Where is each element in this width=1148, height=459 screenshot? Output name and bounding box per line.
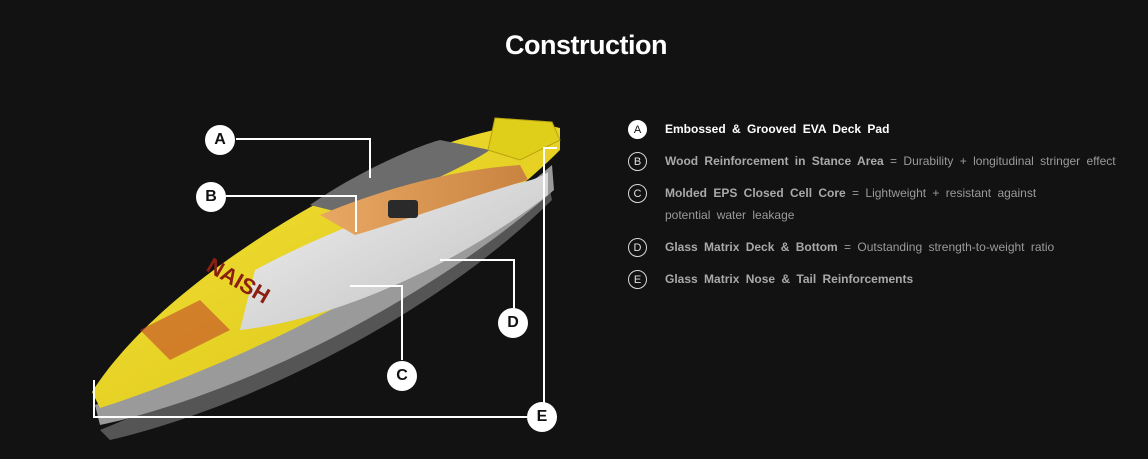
board-illustration: NAISH A B C D E [92,117,561,440]
callout-c[interactable]: C [387,361,417,391]
board-svg: NAISH [92,117,561,440]
leader-e-left [93,380,527,418]
page-title: Construction [505,30,668,60]
feature-separator-c: = [845,186,866,200]
feature-desc-d: Outstanding strength-to-weight ratio [857,240,1055,254]
leader-d [440,259,515,308]
feature-marker-d[interactable]: D [628,238,647,257]
feature-desc-c: Lightweight + resistant against potentia… [665,186,1037,222]
feature-separator-d: = [837,240,858,254]
eps-core [240,172,548,330]
leader-c [350,285,403,360]
feature-text-b: Wood Reinforcement in Stance Area = Dura… [665,150,1125,172]
callout-e[interactable]: E [527,402,557,432]
feature-name-b: Wood Reinforcement in Stance Area [665,154,884,168]
feature-text-d: Glass Matrix Deck & Bottom = Outstanding… [665,236,1125,258]
leader-b [226,195,357,232]
feature-desc-b: Durability + longitudinal stringer effec… [903,154,1116,168]
leash-plug [388,200,418,218]
wood-reinforcement [320,165,528,235]
board-bottom-layer [95,165,554,425]
callout-b[interactable]: B [196,182,226,212]
feature-name-d: Glass Matrix Deck & Bottom [665,240,838,254]
feature-marker-b[interactable]: B [628,152,647,171]
feature-text-a: Embossed & Grooved EVA Deck Pad [665,118,1125,140]
callout-a[interactable]: A [205,125,235,155]
feature-marker-a[interactable]: A [628,120,647,139]
leader-lines [93,138,557,418]
feature-separator-b: = [883,154,904,168]
feature-marker-c[interactable]: C [628,184,647,203]
feature-text-e: Glass Matrix Nose & Tail Reinforcements [665,268,1125,290]
tail-pad [487,117,561,161]
leader-a [236,138,371,178]
feature-name-e: Glass Matrix Nose & Tail Reinforcements [665,272,914,286]
nose-graphic [140,300,230,360]
feature-name-c: Molded EPS Closed Cell Core [665,186,846,200]
feature-text-c: Molded EPS Closed Cell Core = Lightweigh… [665,182,1085,226]
feature-marker-e[interactable]: E [628,270,647,289]
feature-name-a: Embossed & Grooved EVA Deck Pad [665,122,890,136]
board-bottom-shadow [100,180,552,440]
callout-d[interactable]: D [498,308,528,338]
